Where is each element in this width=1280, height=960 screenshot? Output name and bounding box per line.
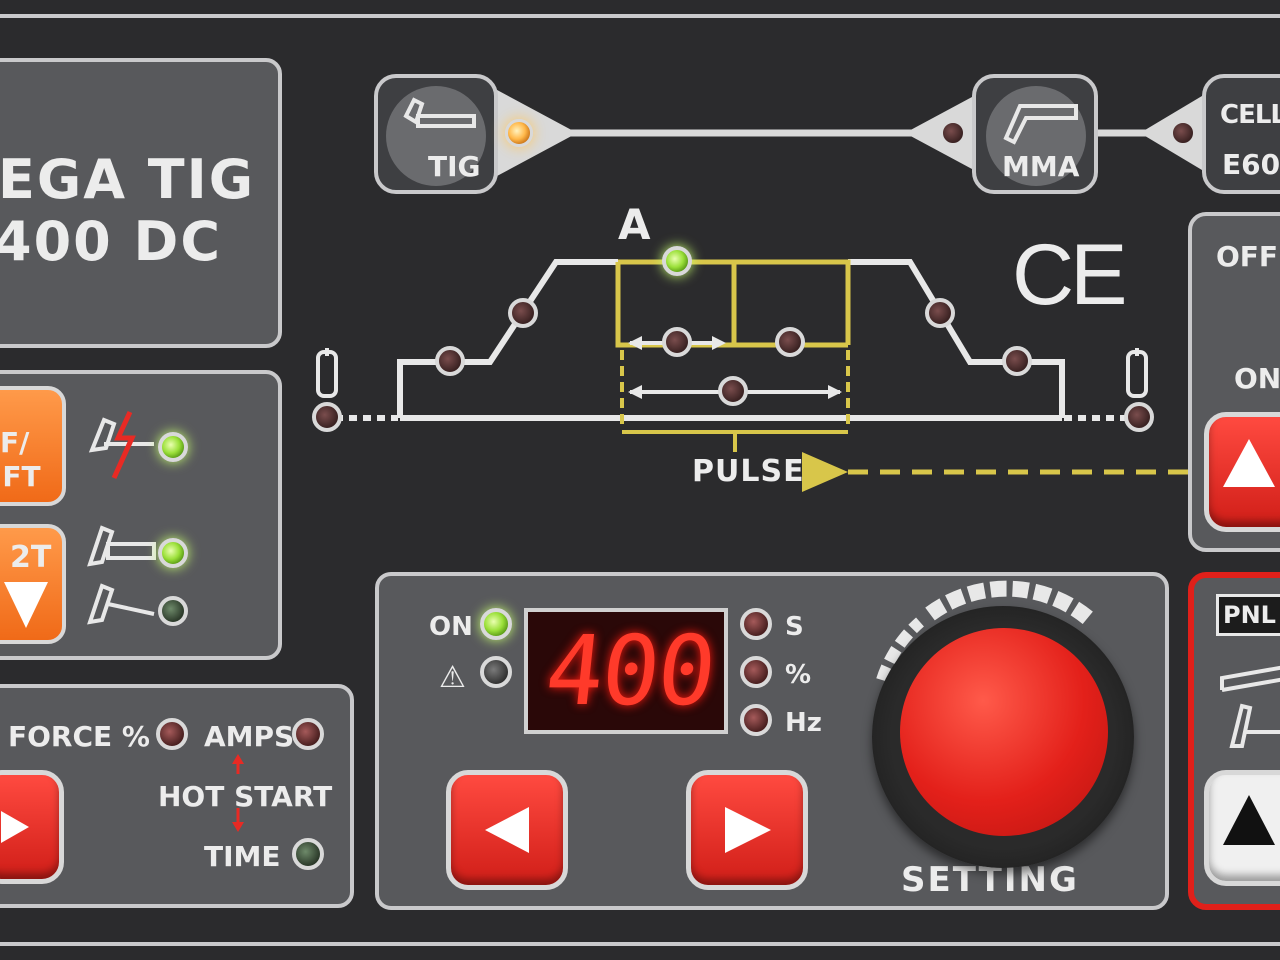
time-led xyxy=(292,838,324,870)
tig-mode-led xyxy=(505,119,533,147)
output-on-label: ON xyxy=(429,612,473,642)
upslope-led xyxy=(508,298,538,328)
triangle-up-icon xyxy=(1223,795,1275,845)
output-on-led xyxy=(480,608,512,640)
mma-mode-led xyxy=(940,120,966,146)
hot-start-arrows-icon xyxy=(232,754,244,832)
trigger-mode-button[interactable]: 2T xyxy=(0,524,66,644)
hf-ignition-led xyxy=(158,432,188,462)
2t-mode-led xyxy=(158,538,188,568)
mode-mma-button[interactable]: MMA xyxy=(972,74,1098,194)
time-label: TIME xyxy=(204,840,281,873)
amps-label: AMPS xyxy=(204,720,295,753)
pulse-frequency-led xyxy=(718,376,748,406)
pre-gas-led xyxy=(312,402,342,432)
mode-tig-label: TIG xyxy=(428,150,481,183)
2t-torch-icon xyxy=(87,525,156,567)
pulse-label: PULSE xyxy=(692,454,805,489)
hf-ignition-icon xyxy=(88,410,154,480)
unit-seconds-led xyxy=(740,608,772,640)
display-value: 400 xyxy=(540,615,720,727)
unit-seconds-label: S xyxy=(785,612,804,642)
trigger-mode-label: 2T xyxy=(10,540,52,575)
arc-force-label: FORCE % xyxy=(8,720,150,753)
setting-scale-icon xyxy=(876,580,1094,682)
mode-cellulose-button[interactable]: CELLUL E60 xyxy=(1202,74,1280,194)
model-name-line2: 400 DC xyxy=(0,210,222,273)
setting-knob-cap[interactable] xyxy=(900,628,1108,836)
unit-percent-label: % xyxy=(785,660,812,690)
model-name-line1: EGA TIG xyxy=(0,148,256,211)
cellulose-mode-led xyxy=(1170,120,1196,146)
ce-mark: CE xyxy=(1012,227,1127,323)
digital-display: 400 xyxy=(524,608,728,734)
amps-led xyxy=(292,718,324,750)
unit-hz-led xyxy=(740,704,772,736)
unit-hz-label: Hz xyxy=(785,708,822,738)
remote-select-button[interactable] xyxy=(1204,412,1280,532)
peak-current-label: A xyxy=(618,200,651,249)
pnl-badge: PNL xyxy=(1216,594,1280,636)
mma-electrode-icon xyxy=(986,86,1086,186)
hf-lift-label-top: F/ xyxy=(0,426,30,459)
mode-tig-button[interactable]: TIG xyxy=(374,74,498,194)
triangle-left-icon xyxy=(485,807,529,853)
arc-force-led xyxy=(156,718,188,750)
panel-lock-button[interactable] xyxy=(1204,770,1280,886)
mode-cellulose-label-top: CELLUL xyxy=(1220,100,1280,130)
4t-torch-icon xyxy=(87,583,155,625)
unit-percent-led xyxy=(740,656,772,688)
triangle-right-icon xyxy=(725,807,771,853)
tig-torch-icon xyxy=(386,86,486,186)
warning-led xyxy=(480,656,512,688)
hot-start-label: HOT START xyxy=(158,780,333,813)
end-current-led xyxy=(1002,346,1032,376)
remote-off-label: OFF xyxy=(1216,240,1279,273)
pnl-label: PNL xyxy=(1223,601,1276,629)
next-parameter-button[interactable] xyxy=(686,770,808,890)
bottom-edge xyxy=(0,942,1280,946)
remote-pedal-icon xyxy=(1220,665,1280,748)
4t-mode-led xyxy=(158,596,188,626)
peak-current-led xyxy=(662,246,692,276)
torch-end-icon xyxy=(1126,348,1148,398)
hf-lift-label-bottom: IFT xyxy=(0,460,41,493)
setting-knob[interactable] xyxy=(872,606,1134,868)
post-gas-led xyxy=(1124,402,1154,432)
warning-label: ⚠ xyxy=(439,660,466,695)
remote-on-label: ON xyxy=(1234,362,1280,395)
mma-next-button[interactable] xyxy=(0,770,64,884)
triangle-up-icon xyxy=(1223,439,1275,487)
mode-mma-label: MMA xyxy=(1002,150,1080,183)
start-current-led xyxy=(435,346,465,376)
pulse-width-led xyxy=(662,327,692,357)
previous-parameter-button[interactable] xyxy=(446,770,568,890)
top-edge xyxy=(0,14,1280,18)
triangle-right-icon xyxy=(1,811,29,843)
downslope-led xyxy=(925,298,955,328)
model-name-panel: EGA TIG 400 DC xyxy=(0,58,282,348)
triangle-down-icon xyxy=(4,582,48,628)
mode-cellulose-label-bottom: E60 xyxy=(1222,148,1280,181)
base-current-led xyxy=(775,327,805,357)
hf-lift-button[interactable]: F/ IFT xyxy=(0,386,66,506)
torch-start-icon xyxy=(316,348,338,398)
